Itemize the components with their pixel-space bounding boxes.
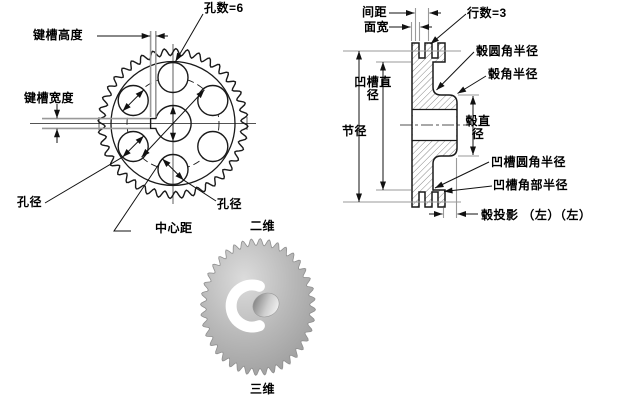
label-groove-diameter-l1: 凹槽直 — [354, 75, 392, 89]
label-groove-corner-radius: 凹槽角部半径 — [493, 178, 569, 192]
label-pitch-diameter: 节径 — [342, 124, 368, 138]
front-dimensions — [44, 13, 217, 232]
bore-3d — [252, 292, 280, 318]
hub-highlight-crescent — [225, 279, 265, 333]
label-hub-diameter-l2: 径 — [471, 127, 485, 141]
label-row-count: 行数=3 — [467, 6, 507, 20]
label-hole-dia-left: 孔径 — [17, 195, 43, 209]
label-row-spacing: 间距 — [362, 5, 388, 19]
label-keyway-height: 键槽高度 — [33, 28, 84, 42]
section-dimensions — [356, 10, 493, 217]
label-groove-fillet-radius: 凹槽圆角半径 — [491, 155, 567, 169]
front-view-drawing — [30, 13, 256, 232]
label-hole-count: 孔数=6 — [204, 1, 244, 15]
label-face-width: 面宽 — [364, 20, 390, 34]
label-keyway-width: 键槽宽度 — [24, 91, 75, 105]
section-extension-lines — [343, 8, 479, 218]
caption-2d: 二维 — [250, 219, 276, 233]
section-view-drawing — [343, 8, 493, 218]
bore-lines — [412, 108, 457, 142]
label-hub-fillet-radius: 毂圆角半径 — [476, 44, 539, 58]
label-hub-projection: 毂投影 （左）（左） — [481, 208, 592, 222]
caption-3d: 三维 — [250, 382, 276, 396]
label-groove-diameter-l2: 径 — [366, 88, 380, 102]
iso-view-drawing — [200, 238, 316, 376]
label-center-distance: 中心距 — [155, 221, 193, 235]
label-hub-diameter-l1: 毂直 — [465, 114, 491, 128]
label-hub-corner-radius: 毂角半径 — [488, 67, 539, 81]
label-hole-dia-right: 孔径 — [217, 197, 243, 211]
